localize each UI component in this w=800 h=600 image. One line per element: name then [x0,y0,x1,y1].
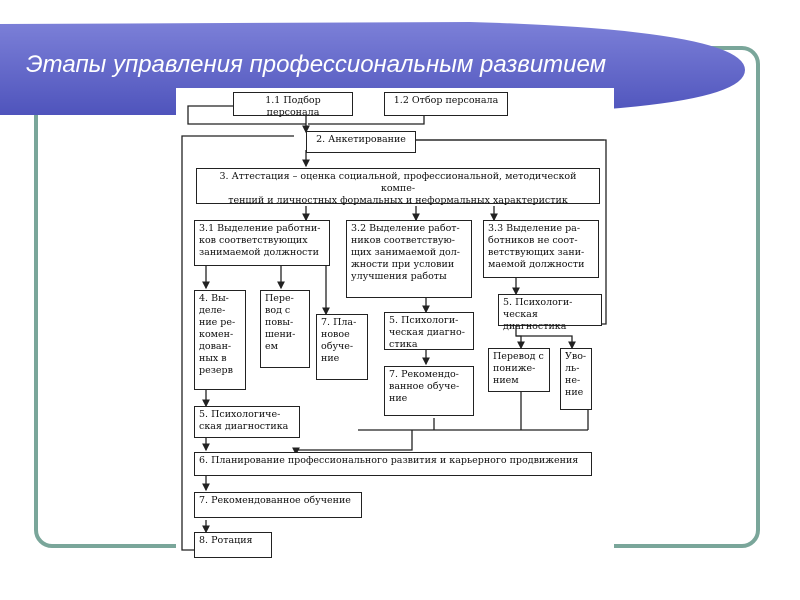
box-5-psych-diagnostics-c: 5. Психологиче- ская диагностика [194,406,300,438]
slide-title: Этапы управления профессиональным развит… [26,51,607,78]
box-8-rotation: 8. Ротация [194,532,272,558]
box-6-career-planning: 6. Планирование профессионального развит… [194,452,592,476]
box-4-reserve: 4. Вы- деле- ние ре- комен- дован- ных в… [194,290,246,390]
box-1-2-selection: 1.2 Отбор персонала [384,92,508,116]
box-7-recommended-training-a: 7. Рекомендо- ванное обуче- ние [384,366,474,416]
box-3-1-matching: 3.1 Выделение работни- ков соответствующ… [194,220,330,266]
box-7-planned-training: 7. Пла- новое обуче- ние [316,314,368,380]
box-dismissal: Уво- ль- не- ние [560,348,592,410]
box-3-attestation: 3. Аттестация – оценка социальной, профе… [196,168,600,206]
box-5-psych-diagnostics-a: 5. Психологи- ческая диагно- стика [384,312,474,350]
box-2-survey: 2. Анкетирование [306,131,416,153]
box-3-2-matching-conditional: 3.2 Выделение работ- ников соответствую-… [346,220,472,298]
box-3-3-not-matching: 3.3 Выделение ра- ботников не соот- ветс… [483,220,599,278]
box-1-1-recruitment: 1.1 Подбор персонала [233,92,353,118]
connector-lines [181,105,607,551]
flowchart: 1.1 Подбор персонала 1.2 Отбор персонала… [176,88,614,566]
box-transfer-demotion: Перевод с пониже- нием [488,348,550,392]
box-5-psych-diagnostics-b: 5. Психологи- ческая диагностика [498,294,602,332]
box-transfer-promotion: Пере- вод с повы- шени- ем [260,290,310,368]
box-7-recommended-training: 7. Рекомендованное обучение [194,492,362,518]
